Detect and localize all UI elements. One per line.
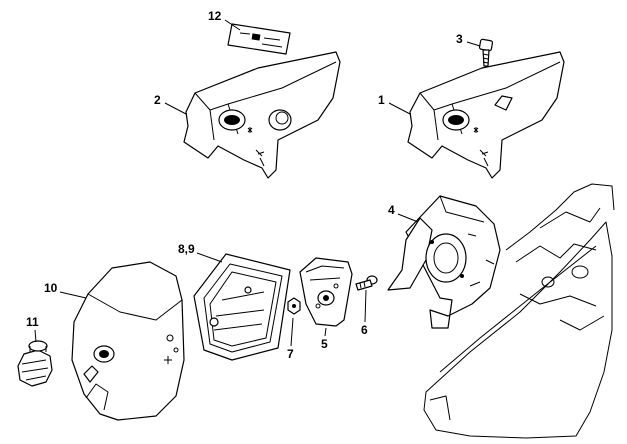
right-shroud — [407, 51, 565, 179]
callout-8-9: 8,9 — [178, 242, 195, 256]
callout-2: 2 — [154, 93, 161, 107]
top-screw — [478, 38, 494, 67]
leader-lines — [34, 19, 481, 347]
engine-housing — [423, 183, 615, 439]
nut — [287, 297, 301, 315]
callout-5: 5 — [321, 337, 328, 351]
callout-1: 1 — [378, 93, 385, 107]
carburetor-box — [387, 195, 501, 329]
callout-3: 3 — [456, 32, 463, 46]
label-plate — [227, 23, 291, 55]
callout-labels: 12 2 3 1 4 8,9 10 11 7 5 6 — [26, 9, 463, 361]
air-filter — [193, 253, 291, 361]
side-screw — [355, 275, 378, 291]
callout-6: 6 — [361, 323, 368, 337]
filter-cover — [71, 261, 185, 421]
callout-10: 10 — [44, 281, 58, 295]
twist-lock-knob — [17, 340, 53, 387]
callout-7: 7 — [287, 347, 294, 361]
callout-11: 11 — [26, 315, 39, 329]
filter-holder — [299, 257, 353, 327]
callout-12: 12 — [208, 9, 222, 23]
callout-4: 4 — [388, 203, 395, 217]
left-shroud — [183, 51, 341, 179]
